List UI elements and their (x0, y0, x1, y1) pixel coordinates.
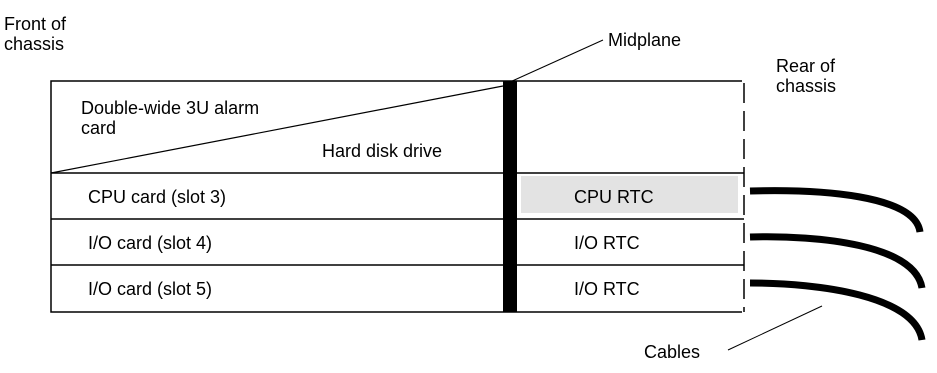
cable (749, 279, 926, 341)
hard-disk-label: Hard disk drive (322, 141, 443, 161)
io-rtc-slot5-label: I/O RTC (574, 279, 640, 299)
cable (749, 187, 924, 233)
cables-leader (727, 305, 823, 351)
alarm-card-label: Double-wide 3U alarm card (81, 98, 260, 138)
io-rtc-slot4-label: I/O RTC (574, 233, 640, 253)
midplane-label: Midplane (608, 30, 682, 50)
cpu-card-label: CPU card (slot 3) (88, 187, 227, 207)
cables-label: Cables (644, 342, 701, 362)
rear-of-chassis-label: Rear of chassis (776, 56, 837, 96)
front-of-chassis-label: Front of chassis (4, 14, 67, 54)
io-card-slot4-label: I/O card (slot 4) (88, 233, 213, 253)
alarm-card-diagonal (50, 85, 504, 174)
midplane-leader (509, 39, 604, 83)
midplane-bar (503, 81, 517, 312)
cpu-rtc-label: CPU RTC (574, 187, 654, 207)
cpu-rtc-highlight (521, 176, 738, 213)
io-card-slot5-label: I/O card (slot 5) (88, 279, 213, 299)
cable (749, 233, 926, 289)
